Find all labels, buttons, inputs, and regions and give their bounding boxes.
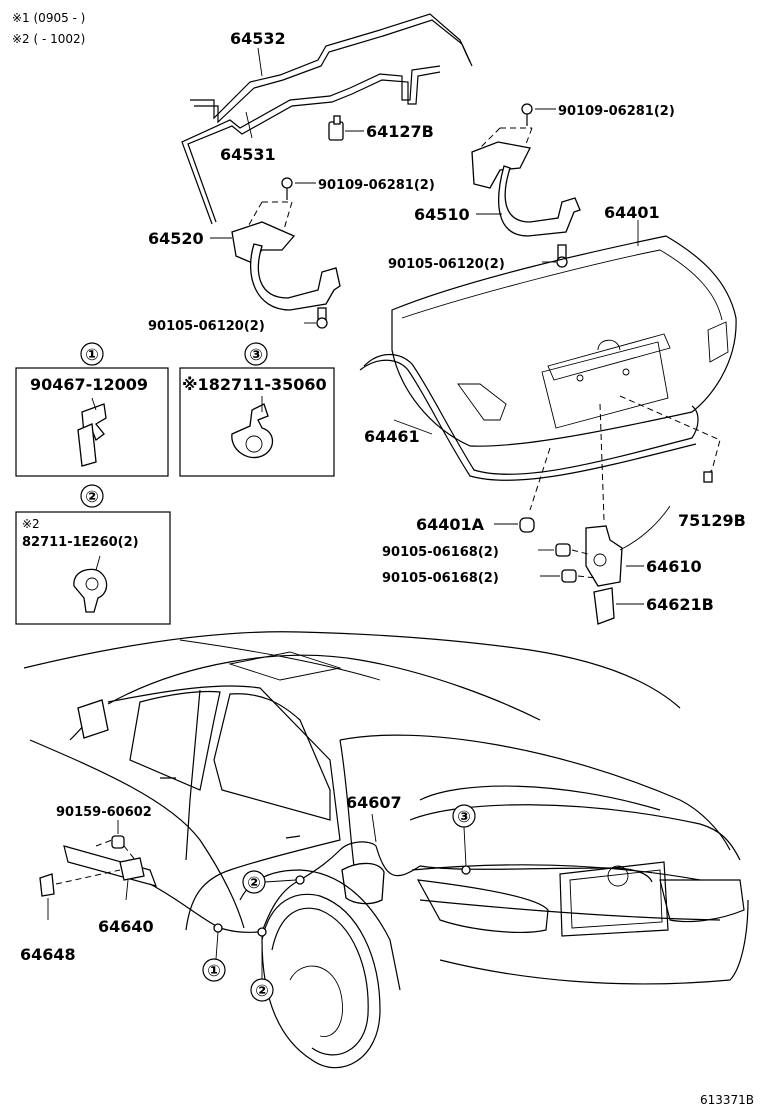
label-90109-right: 90109-06281(2) [558, 104, 675, 119]
label-64520: 64520 [148, 229, 204, 248]
torsion-bar-64531 [181, 65, 441, 225]
callout-2-upper: ② [247, 873, 261, 892]
dash-64648 [55, 869, 121, 885]
leader-64640 [125, 879, 129, 901]
cable-end-75129B-icon [703, 471, 713, 483]
switch-64640-icon [119, 857, 145, 881]
inset-2-note: ※2 [22, 517, 40, 531]
label-64621B: 64621B [646, 595, 714, 614]
inset-marker-3-circle [244, 342, 268, 366]
car-rear-view [23, 631, 749, 1069]
inset-marker-3: ③ [249, 345, 263, 364]
inset-marker-2: ② [85, 487, 99, 506]
label-90105-06168-lower: 90105-06168(2) [382, 571, 499, 586]
callout-1: ① [207, 961, 221, 980]
torsion-bar-64532 [190, 13, 473, 124]
hinge-64520-icon [231, 221, 341, 311]
clip-64127B-icon [328, 115, 344, 141]
cover-64621B-icon [593, 587, 615, 625]
bolt-90105-right-icon [556, 244, 568, 268]
bolt-90109-right-icon [521, 103, 533, 126]
inset-1-part: 90467-12009 [30, 375, 148, 394]
dash-64520 [245, 201, 293, 237]
bumper-64401A-icon [519, 517, 535, 533]
lock-64610-icon [585, 505, 671, 587]
bolt-90159-icon [111, 835, 125, 849]
clamp-82711-35060-icon [231, 403, 274, 459]
label-64127B: 64127B [366, 122, 434, 141]
leader-64607 [371, 813, 377, 843]
callout-3: ③ [457, 807, 471, 826]
dash-64510 [479, 127, 533, 161]
callout-1-circle [202, 958, 226, 982]
label-64461: 64461 [364, 427, 420, 446]
note-2: ※2 ( - 1002) [12, 32, 85, 46]
label-64510: 64510 [414, 205, 470, 224]
harness-clamp-2a [257, 927, 267, 937]
trunk-lid-64401 [391, 235, 737, 447]
callout-2-lower: ② [255, 981, 269, 1000]
inset-marker-1: ① [85, 345, 99, 364]
bolt-90105-06168-lower-icon [561, 569, 577, 583]
harness-clamp-1 [213, 923, 223, 933]
dash-lock-lines [529, 395, 721, 521]
diagram-code: 613371B [700, 1093, 754, 1107]
label-90159: 90159-60602 [56, 805, 152, 820]
harness-clamp-3 [461, 865, 471, 875]
hinge-64510-icon [471, 141, 581, 237]
retainer-90467-icon [77, 403, 107, 467]
label-90105-06168-upper: 90105-06168(2) [382, 545, 499, 560]
label-64607: 64607 [346, 793, 402, 812]
label-90109-left: 90109-06281(2) [318, 178, 435, 193]
label-75129B: 75129B [678, 511, 746, 530]
clip-64648-icon [39, 873, 55, 897]
label-90105-right: 90105-06120(2) [388, 257, 505, 272]
label-90105-left: 90105-06120(2) [148, 319, 265, 334]
label-64401: 64401 [604, 203, 660, 222]
label-64648: 64648 [20, 945, 76, 964]
inset-marker-2-circle [80, 484, 104, 508]
label-64640: 64640 [98, 917, 154, 936]
bolt-90105-06168-upper-icon [555, 543, 571, 557]
weatherstrip-64461 [363, 353, 699, 475]
leader-64531 [245, 111, 253, 139]
bolt-90105-left-icon [316, 307, 328, 329]
inset-3-part: ※182711-35060 [182, 375, 327, 394]
label-64531: 64531 [220, 145, 276, 164]
bolt-90109-left-icon [281, 177, 293, 200]
clamp-82711-1E260-icon [73, 568, 108, 613]
harness-64607 [149, 841, 653, 933]
harness-clamp-2b [295, 875, 305, 885]
label-64532: 64532 [230, 29, 286, 48]
label-64401A: 64401A [416, 515, 485, 534]
inset-2-part: 82711-1E260(2) [22, 535, 139, 550]
label-64610: 64610 [646, 557, 702, 576]
inset-marker-1-circle [80, 342, 104, 366]
leader-64461 [393, 419, 433, 435]
leader-64532 [257, 47, 263, 77]
note-1: ※1 (0905 - ) [12, 11, 85, 25]
